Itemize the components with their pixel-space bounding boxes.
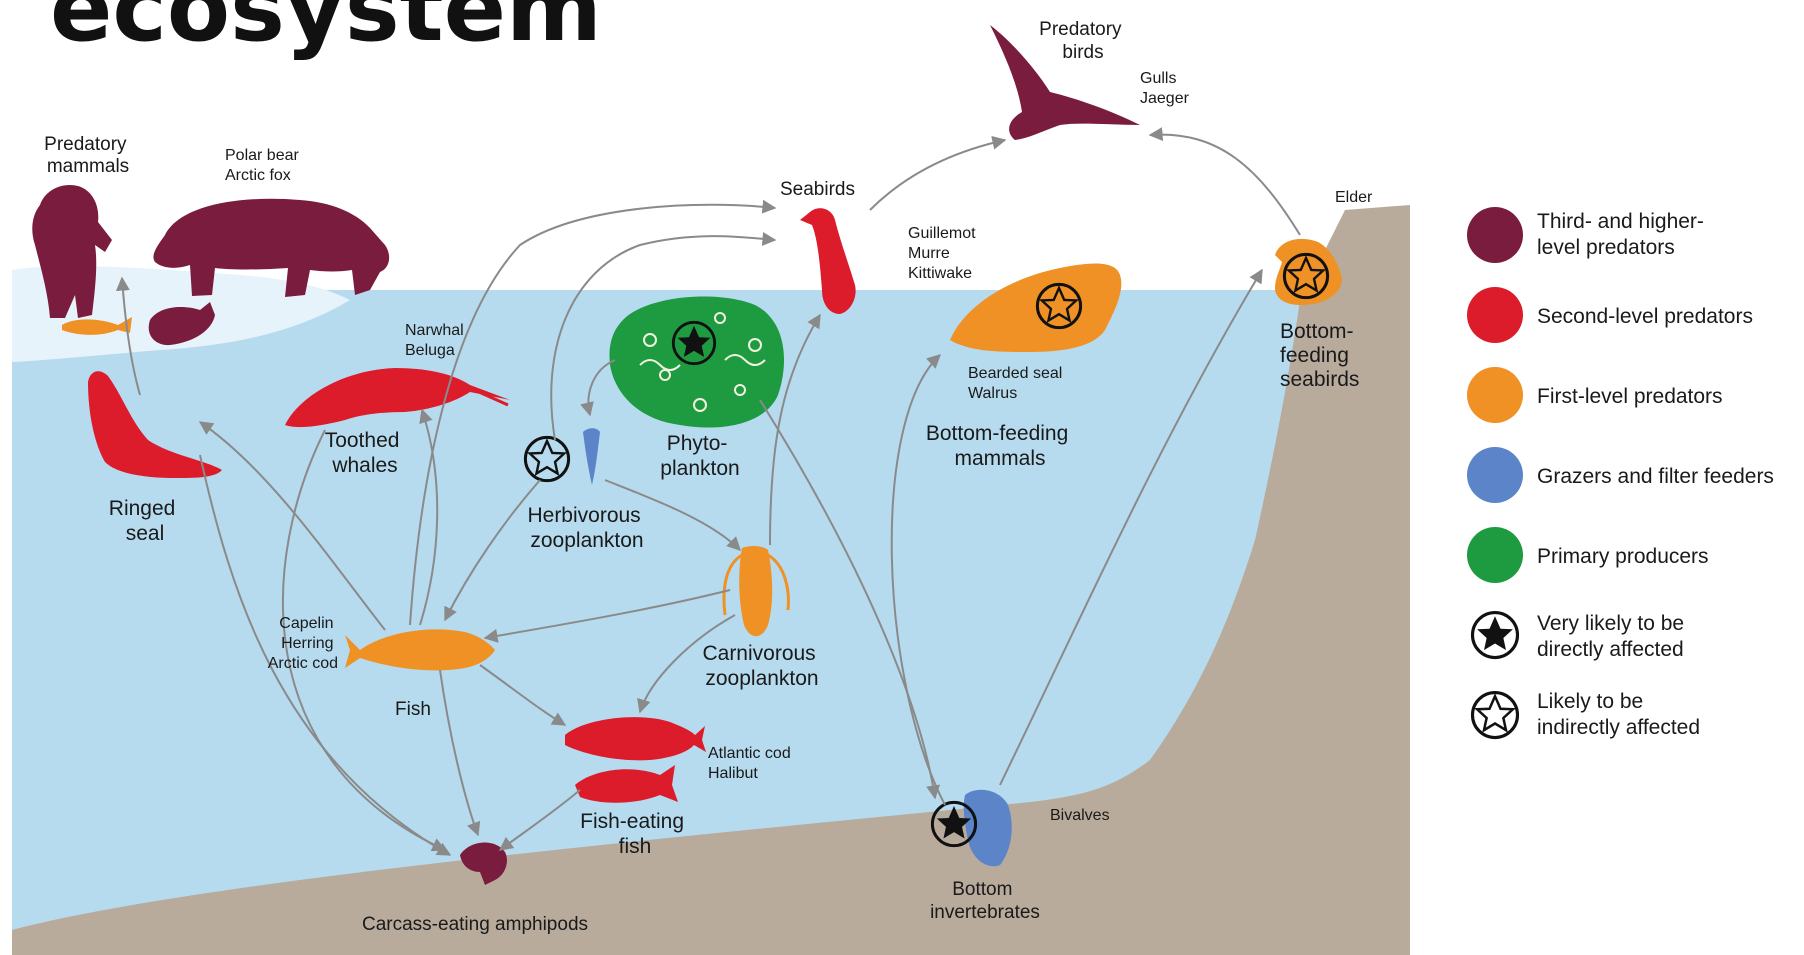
- legend-item-first-level: First-level predators: [1467, 367, 1723, 423]
- label-predatory-birds: Predatory birds: [1039, 19, 1127, 63]
- legend-swatch-third-level: [1467, 207, 1523, 263]
- legend-label-indirectly-affected: Likely to be indirectly affected: [1537, 690, 1700, 739]
- label-bivalves: Bivalves: [1050, 807, 1110, 824]
- legend-item-indirectly-affected: Likely to be indirectly affected: [1473, 690, 1701, 739]
- label-guillemot: Guillemot Murre Kittiwake: [908, 225, 980, 282]
- label-bottom-feeding-seabirds: Bottom- feeding seabirds: [1280, 320, 1359, 391]
- label-polar-bear: Polar bear Arctic fox: [225, 147, 303, 184]
- legend-label-directly-affected: Very likely to be directly affected: [1537, 612, 1690, 661]
- label-elder: Elder: [1335, 189, 1373, 206]
- page-title: ecosystem: [50, 0, 602, 62]
- label-fish: Fish: [395, 699, 431, 720]
- legend-item-third-level: Third- and higher- level predators: [1467, 207, 1710, 263]
- carnivorous-zooplankton-silhouette: [739, 546, 772, 636]
- legend-label-third-level: Third- and higher- level predators: [1537, 210, 1710, 259]
- legend-swatch-primary: [1467, 527, 1523, 583]
- legend-item-directly-affected: Very likely to be directly affected: [1473, 612, 1690, 661]
- legend-item-grazers: Grazers and filter feeders: [1467, 447, 1774, 503]
- legend-label-first-level: First-level predators: [1537, 385, 1723, 408]
- legend-swatch-first-level: [1467, 367, 1523, 423]
- legend-item-primary: Primary producers: [1467, 527, 1709, 583]
- label-gulls: Gulls Jaeger: [1140, 70, 1190, 107]
- label-predatory-mammals: Predatory mammals: [44, 134, 132, 177]
- walrus-silhouette: [950, 264, 1121, 352]
- arrow-eider-to-predatory-birds: [1150, 135, 1300, 235]
- label-amphipods: Carcass-eating amphipods: [362, 914, 588, 935]
- legend-star-filled-icon: [1473, 613, 1518, 658]
- legend-label-primary: Primary producers: [1537, 545, 1709, 568]
- label-seabirds: Seabirds: [780, 179, 855, 200]
- legend: Third- and higher- level predators Secon…: [1467, 207, 1774, 739]
- legend-item-second-level: Second-level predators: [1467, 287, 1753, 343]
- arrow-seabirds-to-predatory-birds: [870, 140, 1005, 210]
- legend-swatch-second-level: [1467, 287, 1523, 343]
- legend-label-second-level: Second-level predators: [1537, 305, 1753, 328]
- legend-star-outline-icon: [1473, 693, 1518, 738]
- legend-label-grazers: Grazers and filter feeders: [1537, 465, 1774, 488]
- legend-swatch-grazers: [1467, 447, 1523, 503]
